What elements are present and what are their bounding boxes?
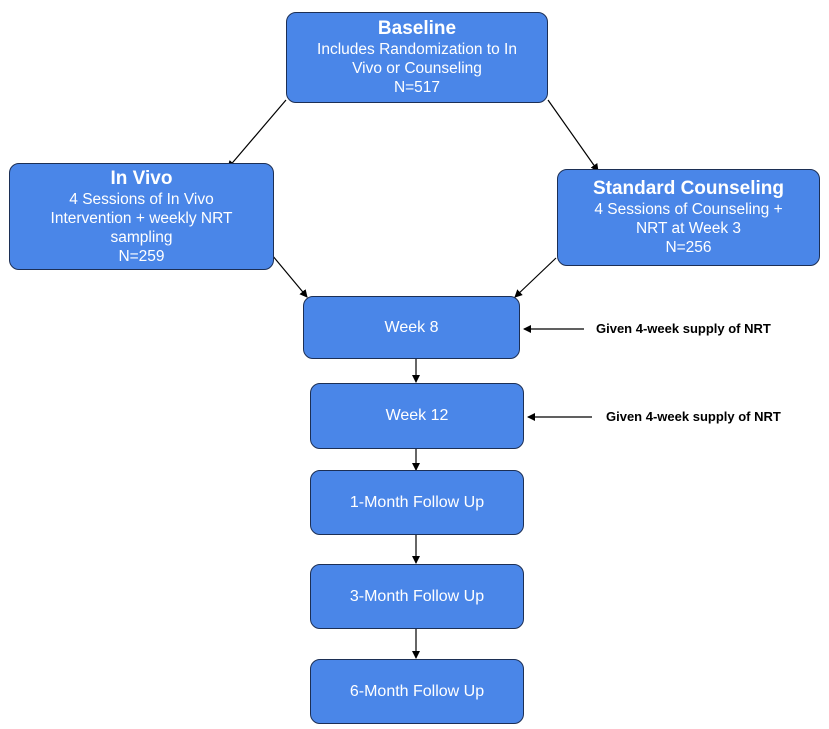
in-vivo-line-1: 4 Sessions of In Vivo: [69, 190, 214, 208]
standard-counseling-line-2: NRT at Week 3: [635, 220, 742, 237]
one-month-follow-up-box: 1-Month Follow Up: [310, 470, 524, 535]
baseline-box: Baseline Includes Randomization to In Vi…: [286, 12, 548, 103]
arrow-baseline-to-invivo: [227, 99, 287, 169]
arrow-invivo-to-week8: [271, 254, 308, 298]
week-8-nrt-note: Given 4-week supply of NRT: [596, 321, 771, 336]
six-month-follow-up-label: 6-Month Follow Up: [349, 682, 485, 700]
standard-counseling-line-1: 4 Sessions of Counseling +: [594, 201, 783, 218]
baseline-line-2: Vivo or Counseling: [352, 60, 482, 77]
week-8-label: Week 8: [384, 318, 439, 336]
baseline-title: Baseline: [377, 18, 457, 39]
week-12-label: Week 12: [385, 407, 449, 424]
baseline-line-1: Includes Randomization to In: [317, 41, 517, 58]
arrow-baseline-to-standard: [547, 99, 599, 172]
week-8-box: Week 8: [303, 296, 520, 359]
one-month-follow-up-label: 1-Month Follow Up: [349, 493, 485, 511]
standard-counseling-box: Standard Counseling 4 Sessions of Counse…: [557, 169, 820, 266]
week-12-box: Week 12: [310, 383, 524, 449]
in-vivo-line-2: Intervention + weekly NRT: [50, 209, 233, 227]
week-12-nrt-note: Given 4-week supply of NRT: [606, 409, 781, 424]
in-vivo-box: In Vivo 4 Sessions of In Vivo Interventi…: [9, 163, 274, 270]
three-month-follow-up-label: 3-Month Follow Up: [349, 587, 485, 605]
standard-counseling-line-3: N=256: [665, 239, 712, 256]
six-month-follow-up-box: 6-Month Follow Up: [310, 659, 524, 724]
in-vivo-line-3: sampling: [110, 228, 173, 246]
standard-counseling-title: Standard Counseling: [592, 178, 785, 199]
in-vivo-line-4: N=259: [118, 247, 165, 265]
baseline-line-3: N=517: [393, 79, 441, 96]
arrow-standard-to-week8: [514, 257, 557, 298]
in-vivo-title: In Vivo: [110, 167, 173, 189]
three-month-follow-up-box: 3-Month Follow Up: [310, 564, 524, 629]
